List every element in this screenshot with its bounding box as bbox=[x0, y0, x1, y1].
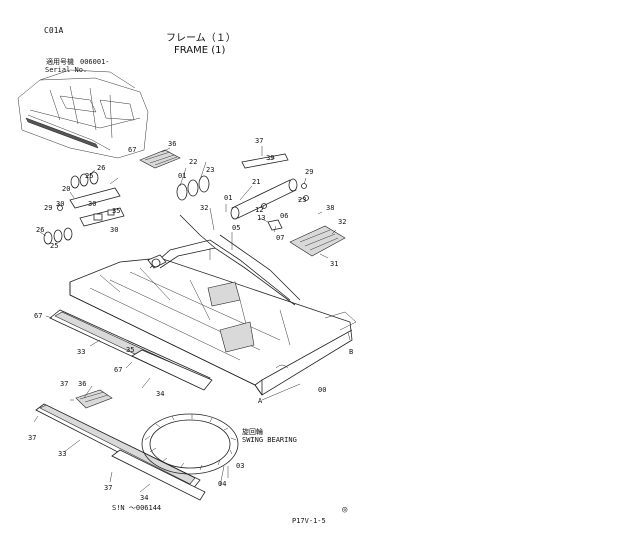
pin-assembly-center bbox=[176, 153, 309, 231]
label-12: 12 bbox=[255, 206, 263, 214]
label-67-top: 67 bbox=[128, 146, 136, 154]
label-04: 04 bbox=[218, 480, 226, 488]
label-35-left: 35 bbox=[112, 207, 120, 215]
label-36-top: 36 bbox=[168, 140, 176, 148]
label-37-top: 37 bbox=[255, 137, 263, 145]
pin-assembly-left bbox=[43, 171, 125, 245]
label-23-top: 23 bbox=[206, 166, 214, 174]
label-00: 00 bbox=[318, 386, 326, 394]
main-frame bbox=[69, 214, 357, 396]
label-32-center: 32 bbox=[200, 204, 208, 212]
label-29-right: 29 bbox=[305, 168, 313, 176]
serial-value: 006001- bbox=[80, 58, 110, 66]
serial-label-en: Serial No. bbox=[45, 66, 88, 74]
label-25-upper: 25 bbox=[85, 172, 93, 180]
label-33-lower: 33 bbox=[58, 450, 66, 458]
label-30-lower: 30 bbox=[110, 226, 118, 234]
label-37-left: 37 bbox=[60, 380, 68, 388]
label-39: 39 bbox=[266, 154, 274, 162]
label-37-bottom-left: 37 bbox=[28, 434, 36, 442]
serial-range-note: S!N ～006144 bbox=[112, 504, 162, 512]
label-22-top: 22 bbox=[189, 158, 197, 166]
label-34-bottom: 34 bbox=[140, 494, 148, 502]
machine-overview-thumbnail bbox=[17, 69, 149, 159]
label-23-right: 23 bbox=[298, 196, 306, 204]
label-31: 31 bbox=[330, 260, 338, 268]
label-05: 05 bbox=[232, 224, 240, 232]
label-06: 06 bbox=[280, 212, 288, 220]
swing-bearing bbox=[141, 413, 239, 475]
label-38: 38 bbox=[326, 204, 334, 212]
label-37-bottom: 37 bbox=[104, 484, 112, 492]
part-number-labels: 36 67 22 23 01 26 25 20 29 30 30 35 30 2… bbox=[28, 137, 346, 502]
label-33-mid: 33 bbox=[77, 348, 85, 356]
label-25-lower: 25 bbox=[50, 242, 58, 250]
label-01-top: 01 bbox=[178, 172, 186, 180]
label-13: 13 bbox=[257, 214, 265, 222]
page-reference: P17V-1-5 bbox=[292, 517, 326, 525]
label-20: 20 bbox=[62, 185, 70, 193]
label-30-left: 30 bbox=[56, 200, 64, 208]
label-01-right: 01 bbox=[224, 194, 232, 202]
label-29-left: 29 bbox=[44, 204, 52, 212]
leader-lines bbox=[33, 146, 351, 493]
label-21: 21 bbox=[252, 178, 260, 186]
side-covers bbox=[35, 309, 213, 501]
label-32-right: 32 bbox=[338, 218, 346, 226]
label-35-mid: 35 bbox=[126, 346, 134, 354]
swing-bearing-label-en: SWING BEARING bbox=[242, 436, 297, 444]
label-36-lower: 36 bbox=[78, 380, 86, 388]
diagram-code: C01A bbox=[44, 26, 64, 35]
label-67-mid: 67 bbox=[34, 312, 42, 320]
label-26-lower: 26 bbox=[36, 226, 44, 234]
swing-bearing-label-jp: 旋回輪 bbox=[242, 428, 263, 436]
circle-mark: ◎ bbox=[342, 505, 348, 515]
label-34-mid: 34 bbox=[156, 390, 164, 398]
label-26-upper: 26 bbox=[97, 164, 105, 172]
title-english: FRAME (1) bbox=[174, 45, 226, 56]
label-67-lower: 67 bbox=[114, 366, 122, 374]
label-07: 07 bbox=[276, 234, 284, 242]
title-japanese: フレーム（１） bbox=[166, 33, 236, 44]
arrow-b-label: B bbox=[349, 348, 354, 356]
serial-label-jp: 適用号機 bbox=[46, 58, 74, 66]
arrow-a-label: A bbox=[258, 397, 263, 405]
label-03: 03 bbox=[236, 462, 244, 470]
label-30-mid: 30 bbox=[88, 200, 96, 208]
step-plates bbox=[75, 149, 346, 409]
